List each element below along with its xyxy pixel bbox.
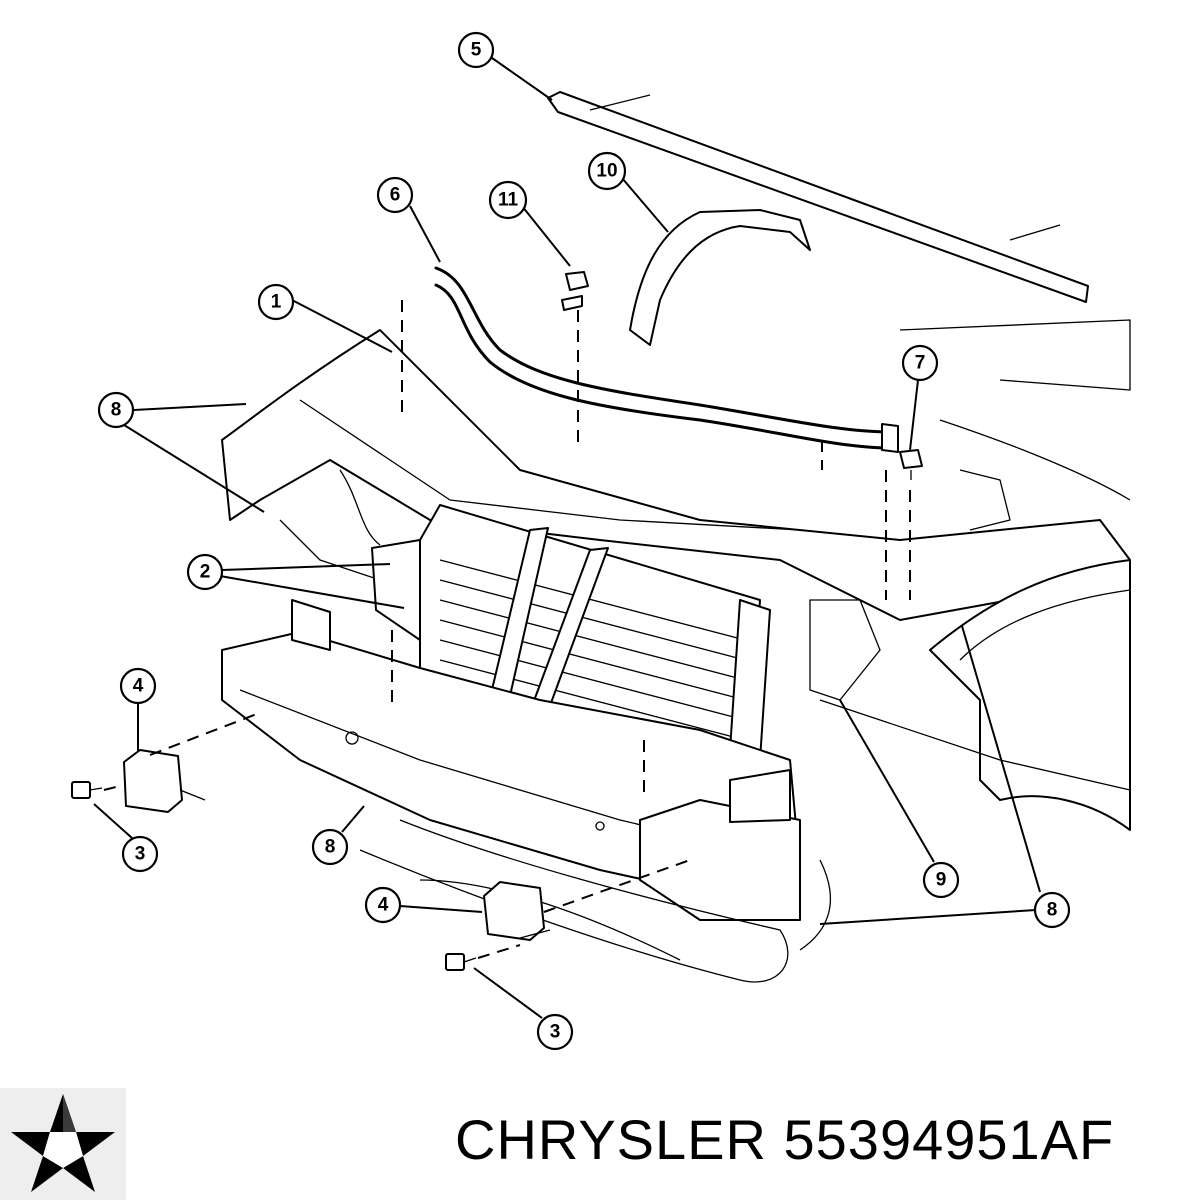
fender [929, 559, 1131, 831]
svg-text:8: 8 [1047, 900, 1058, 921]
callout-8-lower-left: 8 [311, 828, 349, 866]
svg-text:8: 8 [111, 400, 122, 421]
radiator-support [221, 329, 1131, 621]
callout-9: 9 [922, 861, 960, 899]
svg-text:5: 5 [471, 40, 482, 61]
bolt-upper [71, 781, 103, 799]
isolator-upper [123, 749, 183, 813]
callout-6: 6 [376, 176, 414, 214]
svg-text:1: 1 [271, 292, 282, 313]
bolt-7 [899, 449, 923, 480]
cowl-seal [547, 91, 1089, 303]
svg-text:9: 9 [936, 870, 947, 891]
callout-8-right: 8 [1033, 891, 1071, 929]
svg-text:7: 7 [915, 353, 926, 374]
brand-name: CHRYSLER [455, 1108, 767, 1171]
pentastar-icon [0, 1088, 126, 1200]
upper-seal [434, 266, 892, 434]
callout-10: 10 [587, 151, 627, 191]
hood-bracket [629, 209, 811, 346]
svg-text:4: 4 [133, 676, 144, 697]
part-number: 55394951AF [783, 1108, 1115, 1171]
leader-lines [93, 57, 1041, 1019]
part-caption: CHRYSLER 55394951AF [455, 1108, 1114, 1172]
callout-4-upper: 4 [119, 667, 157, 705]
callout-2: 2 [186, 553, 224, 591]
callout-3-upper: 3 [121, 835, 159, 873]
isolator-lower [483, 881, 545, 941]
svg-text:3: 3 [550, 1022, 561, 1043]
bolt-lower [445, 953, 477, 971]
callout-11: 11 [488, 180, 528, 220]
svg-text:8: 8 [325, 837, 336, 858]
svg-text:10: 10 [596, 161, 617, 182]
svg-text:4: 4 [378, 895, 389, 916]
svg-text:2: 2 [200, 562, 211, 583]
svg-text:11: 11 [498, 190, 519, 211]
nut-11 [561, 271, 589, 311]
callout-7: 7 [901, 344, 939, 382]
callout-8-upper-left: 8 [97, 391, 135, 429]
callout-3-lower: 3 [536, 1013, 574, 1051]
callout-1: 1 [257, 283, 295, 321]
svg-text:6: 6 [390, 185, 401, 206]
callout-4-lower: 4 [364, 886, 402, 924]
svg-text:3: 3 [135, 844, 146, 865]
front-end-line-art [71, 91, 1131, 983]
callout-5: 5 [457, 31, 495, 69]
